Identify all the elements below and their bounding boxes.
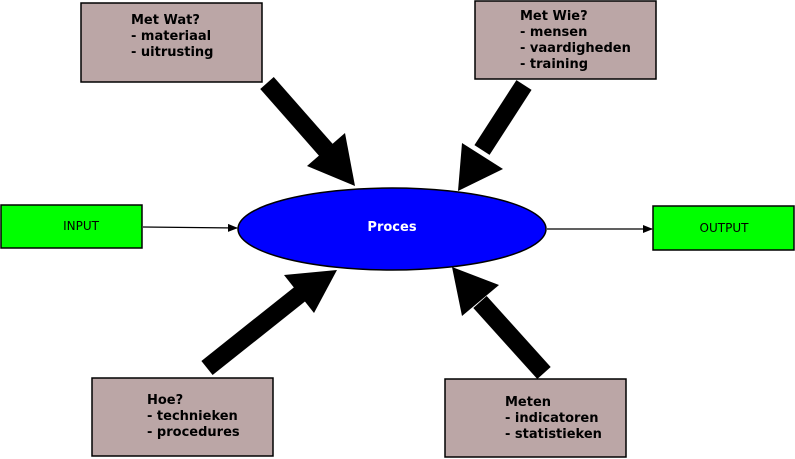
box-met-wie-title: Met Wie?: [520, 9, 588, 24]
box-met-wie-item: - training: [520, 57, 588, 72]
arrow-hoe: [201, 270, 337, 376]
box-met-wat: Met Wat? - materiaal - uitrusting: [80, 2, 263, 83]
box-hoe-item: - procedures: [147, 425, 240, 440]
box-meten-item: - indicatoren: [505, 411, 599, 426]
box-meten-item: - statistieken: [505, 427, 602, 442]
box-meten-title: Meten: [505, 395, 551, 410]
process-node: Proces: [237, 187, 547, 271]
box-met-wie-item: - mensen: [520, 25, 587, 40]
output-label: OUTPUT: [700, 221, 750, 235]
output-node: OUTPUT: [652, 205, 795, 251]
box-met-wie: Met Wie? - mensen - vaardigheden - train…: [474, 0, 657, 80]
box-met-wat-item: - uitrusting: [131, 45, 213, 60]
box-hoe-item: - technieken: [147, 409, 238, 424]
box-met-wat-item: - materiaal: [131, 29, 211, 44]
box-hoe-title: Hoe?: [147, 393, 183, 408]
box-met-wie-item: - vaardigheden: [520, 41, 631, 56]
arrow-met-wat: [260, 77, 355, 186]
input-node: INPUT: [0, 204, 143, 249]
box-hoe: Hoe? - technieken - procedures: [91, 377, 274, 457]
box-met-wat-title: Met Wat?: [131, 13, 200, 28]
arrow-meten: [452, 267, 551, 380]
process-label: Proces: [367, 220, 416, 235]
arrow-met-wie: [458, 80, 532, 191]
input-label: INPUT: [63, 219, 100, 233]
arrow-input: [142, 223, 238, 232]
box-meten: Meten - indicatoren - statistieken: [444, 378, 627, 458]
